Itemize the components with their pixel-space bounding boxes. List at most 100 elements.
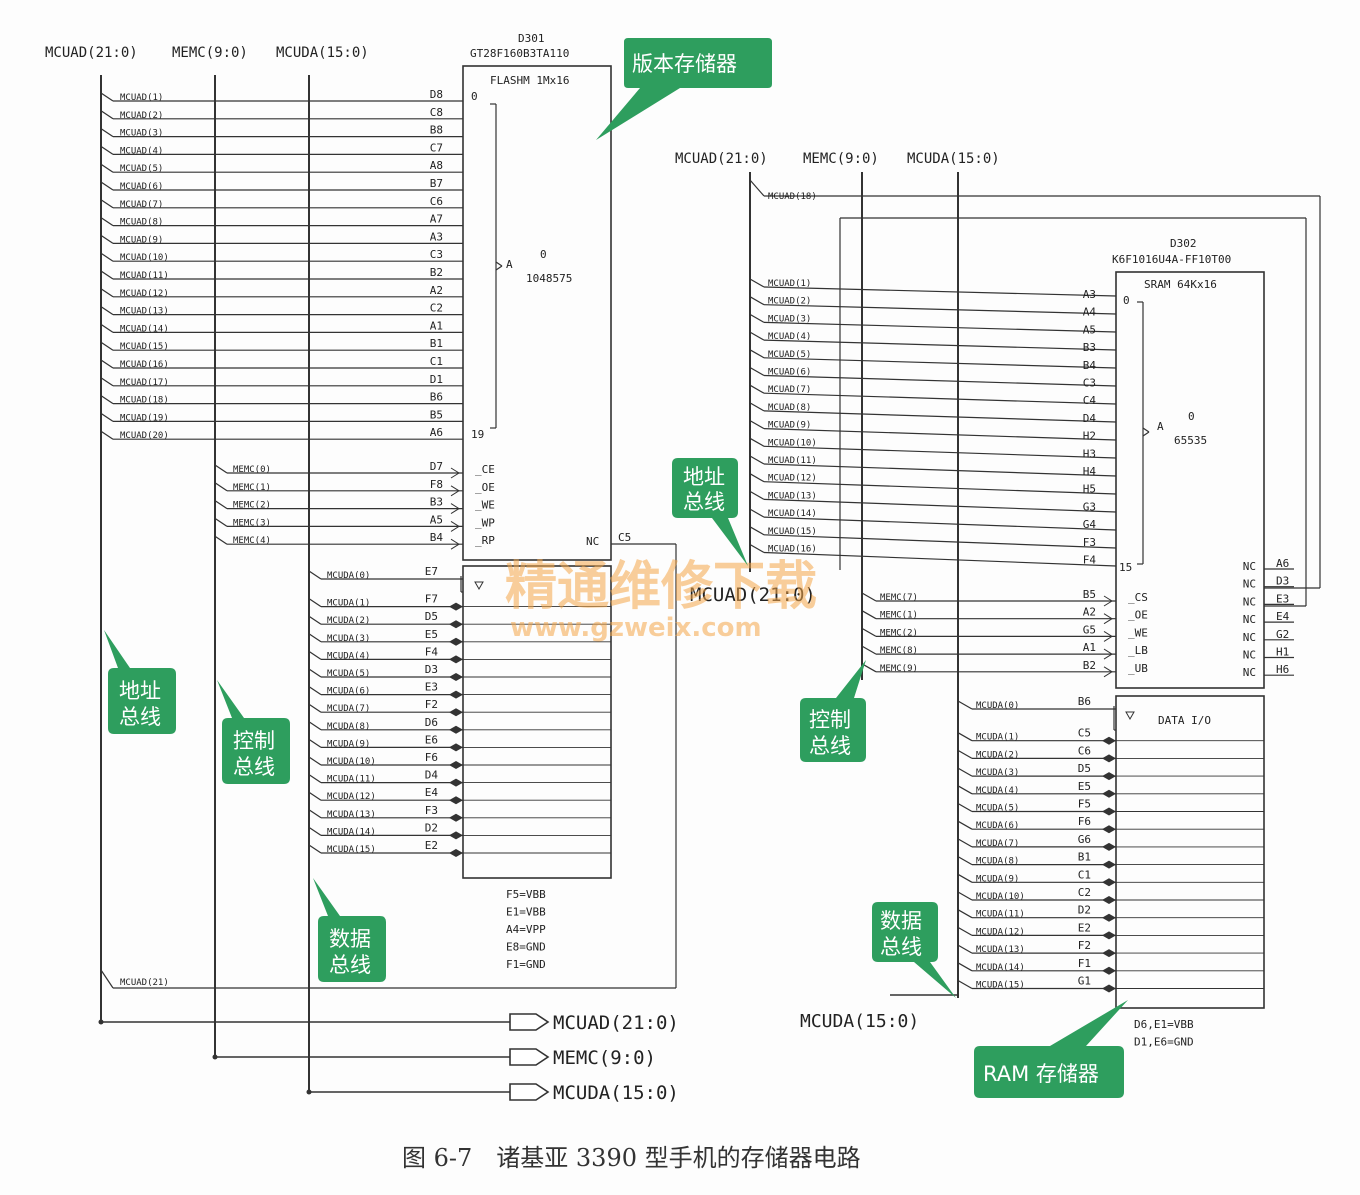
bus-entry bbox=[308, 826, 322, 836]
arrowhead bbox=[1109, 754, 1116, 763]
bus-entry bbox=[100, 430, 114, 440]
bus-entry bbox=[100, 306, 114, 316]
bus-entry bbox=[957, 909, 973, 919]
bus-entry bbox=[957, 700, 973, 710]
left-data-signal: MCUDA(8) bbox=[327, 722, 370, 732]
right-addr-signal: MCUAD(13) bbox=[768, 491, 817, 501]
flash-addr-pin: A7 bbox=[430, 213, 443, 226]
right-addr-signal: MCUAD(15) bbox=[768, 527, 817, 537]
flash-ctrl-pin: D7 bbox=[430, 460, 443, 473]
left-addr-signal: MCUAD(19) bbox=[120, 413, 169, 423]
left-bus-label-ctrl: MEMC(9:0) bbox=[172, 45, 248, 61]
sram-addr-pin: C3 bbox=[1083, 377, 1096, 390]
bus-entry bbox=[749, 296, 765, 306]
bus-entry bbox=[214, 500, 228, 510]
flash-data-pin: D4 bbox=[425, 769, 439, 782]
output-port-arrow bbox=[509, 1083, 550, 1101]
flash-data-pin: E5 bbox=[425, 628, 438, 641]
arrowhead bbox=[456, 708, 463, 717]
left-addr-signal: MCUAD(18) bbox=[120, 396, 169, 406]
active-low-mark bbox=[1103, 595, 1113, 607]
left-data-signal: MCUDA(1) bbox=[327, 599, 370, 609]
sram-range-hi: 65535 bbox=[1174, 434, 1207, 447]
bus-entry bbox=[100, 163, 114, 173]
flash-data-pin: E4 bbox=[425, 786, 439, 799]
arrowhead bbox=[456, 831, 463, 840]
sram-ctrl-name: _CS bbox=[1128, 591, 1148, 604]
bus-entry bbox=[308, 570, 322, 580]
sram-ctrl-pin: B5 bbox=[1083, 588, 1096, 601]
bus-entry bbox=[749, 455, 765, 465]
right-bottom-bus-label: MCUDA(15:0) bbox=[800, 1011, 919, 1032]
sram-bit-bottom: 15 bbox=[1119, 561, 1132, 574]
right-data-signal: MCUDA(1) bbox=[976, 733, 1019, 743]
bus-entry bbox=[308, 809, 322, 819]
watermark-url: www.gzweix.com bbox=[510, 613, 762, 643]
tri-state-mark bbox=[1125, 711, 1135, 721]
flash-ctrl-name: _RP bbox=[475, 534, 495, 547]
right-ctrl-signal: MEMC(2) bbox=[880, 628, 918, 638]
left-data-signal: MCUDA(12) bbox=[327, 792, 376, 802]
flash-data-pin: D2 bbox=[425, 821, 438, 834]
wire bbox=[495, 261, 503, 267]
flash-addr-pin: D8 bbox=[430, 88, 443, 101]
bus-entry bbox=[308, 721, 322, 731]
sram-data-pin: C5 bbox=[1078, 727, 1091, 740]
right-addr-signal: MCUAD(7) bbox=[768, 385, 811, 395]
svg-text:总线: 总线 bbox=[119, 705, 161, 729]
svg-text:总线: 总线 bbox=[233, 755, 275, 779]
address-wire bbox=[763, 445, 1117, 459]
bus-entry bbox=[100, 270, 114, 280]
arrowhead bbox=[449, 796, 456, 805]
arrowhead bbox=[1109, 842, 1116, 851]
figure-caption: 图 6-7 诸基亚 3390 型手机的存储器电路 bbox=[402, 1144, 861, 1172]
arrowhead bbox=[449, 813, 456, 822]
left-data-signal: MCUDA(9) bbox=[327, 739, 370, 749]
sram-data-pin: F1 bbox=[1078, 957, 1091, 970]
address-wire bbox=[763, 428, 1117, 441]
arrowhead bbox=[1109, 860, 1116, 869]
left-ctrl-signal: MEMC(1) bbox=[233, 483, 271, 493]
sram-ctrl-name: _UB bbox=[1128, 662, 1148, 675]
flash-designator: D301 bbox=[518, 32, 545, 45]
arrowhead bbox=[449, 725, 456, 734]
arrowhead bbox=[1102, 984, 1109, 993]
bus-entry bbox=[308, 774, 322, 784]
sram-addr-pin: B4 bbox=[1083, 359, 1097, 372]
sram-data-pin: C2 bbox=[1078, 886, 1091, 899]
left-addr-signal: MCUAD(12) bbox=[120, 289, 169, 299]
flash-addr-pin: C6 bbox=[430, 195, 443, 208]
flash-addr-pin: C7 bbox=[430, 141, 443, 154]
left-addr-signal: MCUAD(5) bbox=[120, 164, 163, 174]
right-data-signal: MCUDA(5) bbox=[976, 804, 1019, 814]
bus-entry bbox=[957, 732, 973, 742]
output-port-arrow bbox=[509, 1013, 550, 1031]
arrowhead bbox=[1102, 878, 1109, 887]
left-bus-label-addr: MCUAD(21:0) bbox=[45, 45, 138, 61]
right-data-signal: MCUDA(6) bbox=[976, 821, 1019, 831]
address-wire bbox=[763, 498, 1117, 513]
bus-entry bbox=[749, 384, 765, 394]
svg-text:控制: 控制 bbox=[809, 708, 851, 732]
arrowhead bbox=[1102, 913, 1109, 922]
address-wire bbox=[763, 321, 1117, 333]
bus-entry bbox=[100, 323, 114, 333]
callout-right-control-bus: 控制 总线 bbox=[800, 660, 866, 762]
flash-addr-pin: B8 bbox=[430, 124, 443, 137]
flash-ctrl-name: _OE bbox=[475, 481, 495, 494]
sram-data-pin: G6 bbox=[1078, 833, 1091, 846]
flash-data-pin: F7 bbox=[425, 593, 438, 606]
active-low-mark bbox=[1103, 648, 1113, 660]
right-addr-signal: MCUAD(14) bbox=[768, 509, 817, 519]
flash-range-lo: 0 bbox=[540, 248, 547, 261]
sram-ctrl-pin: A2 bbox=[1083, 606, 1096, 619]
left-addr-signal: MCUAD(2) bbox=[120, 111, 163, 121]
arrowhead bbox=[456, 637, 463, 646]
arrowhead bbox=[449, 743, 456, 752]
arrowhead bbox=[1109, 896, 1116, 904]
bus-entry bbox=[749, 331, 765, 341]
right-data-signal: MCUDA(12) bbox=[976, 927, 1025, 937]
right-data-signal: MCUDA(10) bbox=[976, 892, 1025, 902]
sram-nc-pin: D3 bbox=[1276, 575, 1289, 588]
sram-nc-label: NC bbox=[1243, 578, 1256, 591]
